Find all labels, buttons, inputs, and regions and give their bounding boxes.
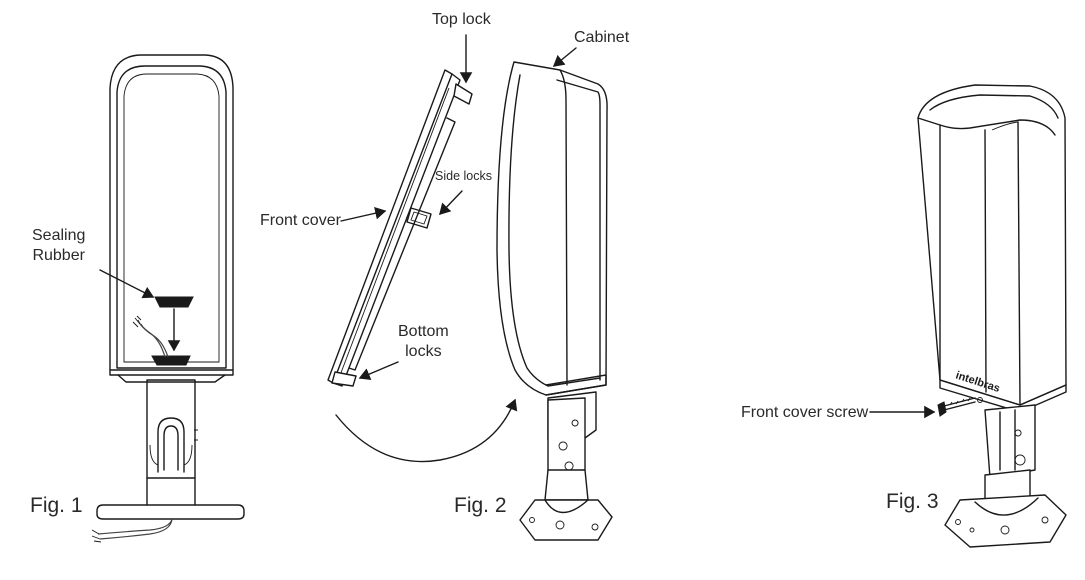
bottom-lock-tab <box>331 371 357 387</box>
bottom-locks-pointer <box>358 361 399 381</box>
front-cover-screw <box>937 401 947 417</box>
top-lock-tab <box>453 83 473 105</box>
fig2-front-cover <box>327 69 473 387</box>
label-sealing-rubber: Sealing Rubber <box>32 227 86 264</box>
fig2-caption: Fig. 2 <box>454 494 507 517</box>
cabinet-pointer <box>552 47 577 67</box>
label-bottom-locks: Bottom locks <box>398 323 449 360</box>
fig3-caption: Fig. 3 <box>886 490 939 513</box>
fig1-sealing-rubber-bottom <box>151 355 191 366</box>
fig3-base <box>944 494 1067 548</box>
label-cabinet: Cabinet <box>574 29 630 46</box>
side-lock-tab <box>406 207 432 229</box>
label-side-locks: Side locks <box>435 169 492 183</box>
side-locks-pointer <box>439 190 463 216</box>
fig3-assembled-sensor: intelbras <box>917 84 1067 548</box>
cabinet-body <box>496 61 608 396</box>
fig3-housing <box>917 84 1067 406</box>
cabinet-base <box>519 499 613 541</box>
label-top-lock: Top lock <box>432 11 491 28</box>
fig2-cabinet <box>335 61 613 541</box>
label-front-cover-screw: Front cover screw <box>741 404 869 421</box>
label-front-cover: Front cover <box>260 212 341 229</box>
fig1-sensor-column <box>91 54 245 543</box>
fig1-caption: Fig. 1 <box>30 494 83 517</box>
fig1-housing <box>109 54 234 376</box>
fig1-base-plate <box>96 504 245 520</box>
sealing-rubber-pointer <box>99 269 155 299</box>
fig1-sealing-rubber-top <box>154 296 194 308</box>
fig1-mast <box>146 379 196 479</box>
front-cover-pointer <box>340 207 387 222</box>
